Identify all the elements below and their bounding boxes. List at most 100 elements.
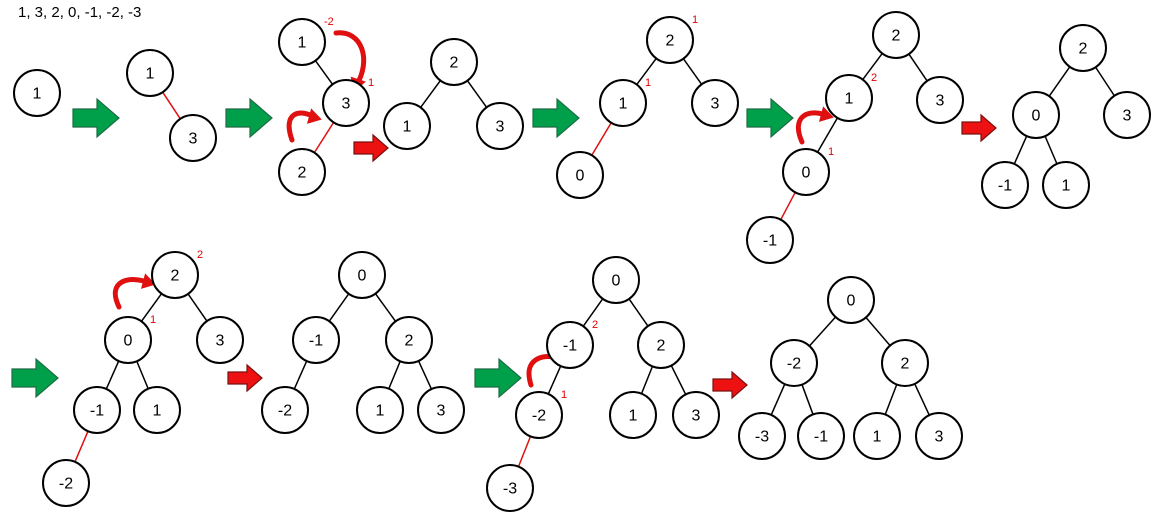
node-label: 3: [935, 429, 944, 446]
tree-11-edge-rr-rrr: [914, 383, 930, 416]
node-label: 3: [437, 403, 446, 420]
node-label: -1: [998, 178, 1012, 195]
tree-7-edge-r-rr: [1094, 66, 1116, 97]
node-circle: [981, 161, 1029, 209]
node-label: 1: [619, 96, 628, 113]
node-label: 2: [666, 33, 675, 50]
tree-2-node-a: 1: [126, 49, 174, 97]
tree-9-node-rr: 2: [385, 316, 433, 364]
node-label: 1: [403, 119, 412, 136]
tree-7-node-ll: -1: [981, 161, 1029, 209]
tree-5-node-r: 21: [646, 14, 698, 64]
node-label: -1: [90, 403, 104, 420]
node-circle: [104, 316, 152, 364]
node-label: 0: [358, 268, 367, 285]
node-label: 0: [124, 333, 133, 350]
tree-4-node-rr: 3: [476, 102, 524, 150]
tree-10-node-rr: 2: [637, 321, 685, 369]
node-circle: [1103, 91, 1151, 139]
node-circle: [13, 69, 61, 117]
tree-6-edge-r-l: [862, 52, 883, 81]
node-label: -3: [755, 429, 769, 446]
tree-8-node-lll: -2: [42, 459, 90, 507]
node-circle: [592, 256, 640, 304]
node-circle: [261, 386, 309, 434]
tree-8-edge-r-rr: [187, 293, 208, 322]
node-label: 0: [802, 165, 811, 182]
tree-6-edge-l-ll: [816, 117, 839, 153]
rebalance-step-arrow: [353, 133, 389, 163]
node-label: -2: [59, 476, 73, 493]
tree-10-node-r: 0: [592, 256, 640, 304]
node-circle: [383, 102, 431, 150]
tree-10-edge-ll-lll: [517, 436, 532, 467]
tree-5-edge-l-ll: [591, 122, 612, 156]
node-circle: [672, 391, 720, 439]
balance-factor-label: 2: [592, 319, 598, 331]
balance-factor-label: 2: [871, 72, 877, 84]
tree-7-edge-l-ll: [1013, 135, 1028, 165]
node-circle: [599, 79, 647, 127]
tree-10-node-lll: -3: [486, 464, 534, 512]
tree-9-node-l: -1: [292, 316, 340, 364]
tree-9-node-r: 0: [338, 251, 386, 299]
node-circle: [42, 459, 90, 507]
tree-11-node-lr: -1: [797, 412, 845, 460]
node-circle: [881, 339, 929, 387]
node-label: -1: [763, 233, 777, 250]
node-circle: [486, 464, 534, 512]
tree-8-edge-l-lr: [136, 360, 149, 390]
node-circle: [637, 321, 685, 369]
tree-9-node-ll: -2: [261, 386, 309, 434]
node-label: 3: [1123, 108, 1132, 125]
node-label: 2: [405, 333, 414, 350]
node-label: -2: [532, 408, 546, 425]
node-label: 3: [342, 96, 351, 113]
tree-10-edge-l-ll: [547, 365, 562, 395]
tree-10-edge-r-l: [582, 298, 604, 327]
tree-8-node-ll: -1: [73, 386, 121, 434]
node-label: 0: [612, 273, 621, 290]
node-label: 3: [496, 119, 505, 136]
tree-10-edge-rr-rl: [640, 366, 654, 394]
balance-factor-label: 2: [197, 249, 203, 261]
node-label: 3: [216, 333, 225, 350]
node-circle: [827, 276, 875, 324]
node-label: 3: [711, 96, 720, 113]
tree-10-edge-r-rr: [628, 298, 649, 327]
node-circle: [515, 391, 563, 439]
node-circle: [646, 16, 694, 64]
tree-6-node-lll: -1: [746, 216, 794, 264]
balance-factor-label: -2: [324, 16, 334, 28]
tree-6-node-r: 2: [872, 11, 920, 59]
rotation-right-on-3-icon: [286, 108, 322, 143]
tree-3-edge-a-b: [314, 60, 334, 85]
tree-4-node-l: 1: [383, 102, 431, 150]
node-label: 3: [189, 131, 198, 148]
node-circle: [916, 76, 964, 124]
node-label: -2: [787, 356, 801, 373]
node-label: 0: [847, 293, 856, 310]
tree-11-edge-r-l: [808, 316, 837, 347]
tree-8-edge-l-ll: [105, 360, 120, 390]
tree-5-node-l: 11: [599, 77, 651, 127]
node-circle: [196, 316, 244, 364]
tree-4-edge-r-rr: [466, 80, 488, 108]
rotation-right-on-2-icon: [112, 273, 156, 310]
tree-8-edge-r-l: [140, 293, 163, 322]
node-circle: [609, 391, 657, 439]
tree-3-edge-b-c: [313, 121, 335, 154]
node-label: -1: [309, 333, 323, 350]
node-label: 1: [146, 66, 155, 83]
node-label: 0: [576, 168, 585, 185]
node-circle: [1012, 91, 1060, 139]
node-circle: [292, 316, 340, 364]
tree-4-node-r: 2: [430, 38, 478, 86]
node-label: 1: [298, 35, 307, 52]
tree-11-node-ll: -3: [738, 412, 786, 460]
node-circle: [825, 74, 873, 122]
tree-9-node-rl: 1: [356, 386, 404, 434]
tree-9-edge-l-ll: [293, 360, 308, 390]
node-label: 2: [298, 165, 307, 182]
